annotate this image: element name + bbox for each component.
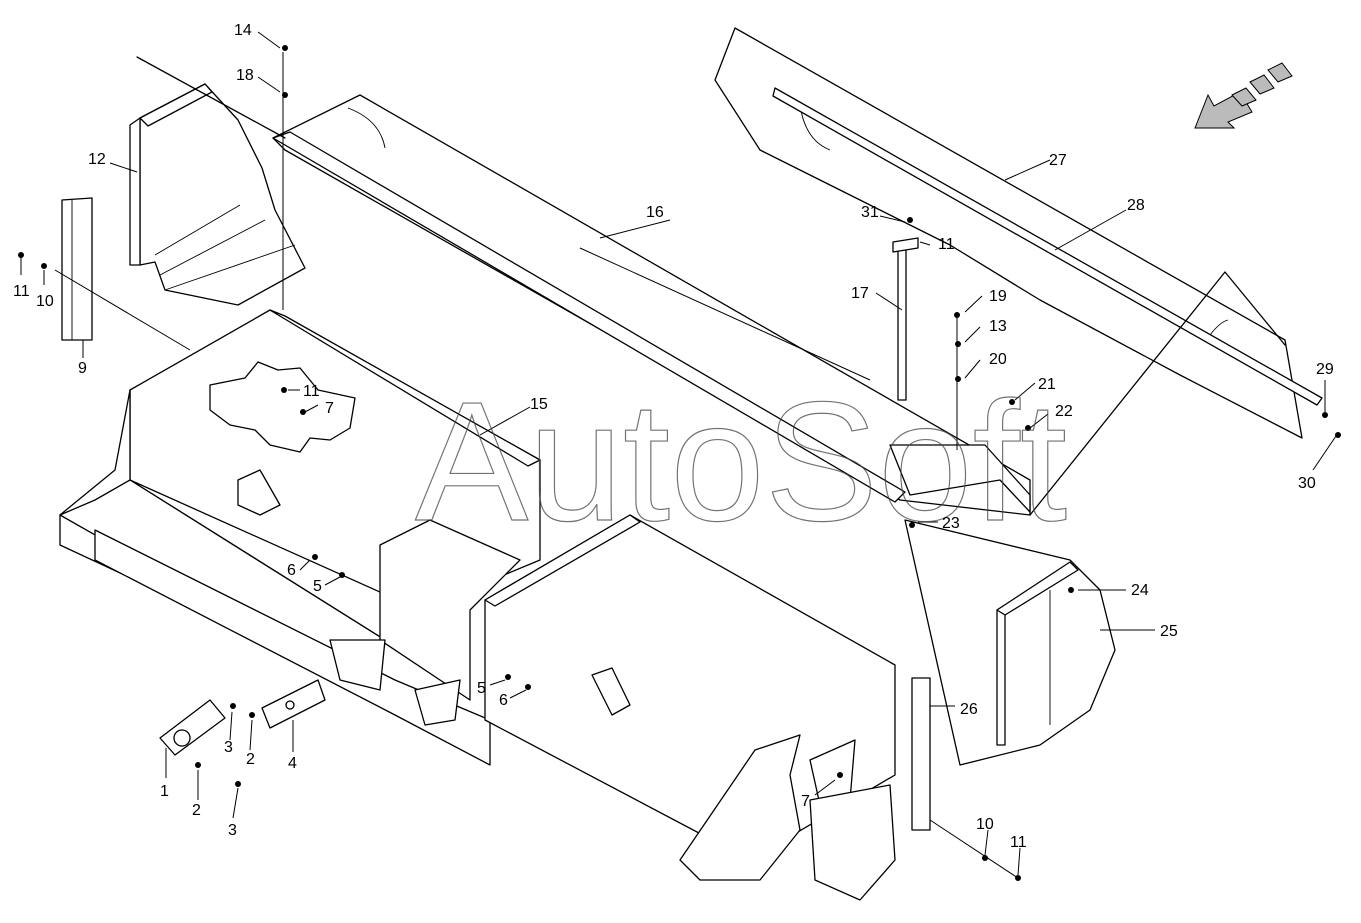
callout-3: 3 [224,739,233,756]
plate-4 [261,679,326,729]
callout-11-right: 11 [1010,834,1027,851]
callout-3-lower: 3 [228,822,237,839]
callout-6-right: 6 [499,692,508,709]
strip-28 [772,87,1323,406]
callout-27: 27 [1049,152,1067,169]
callout-21: 21 [1038,376,1056,393]
callout-22: 22 [1055,403,1073,420]
callout-7: 7 [325,400,334,417]
direction-arrow-icon [1194,62,1293,129]
callout-11-inner: 11 [303,383,320,400]
callout-10: 10 [36,293,54,310]
callout-31: 31 [861,204,879,221]
main-frame [59,309,541,766]
end-plate-12 [129,56,306,306]
callout-25: 25 [1160,623,1178,640]
callout-9: 9 [78,360,87,377]
right-box [484,514,896,901]
callout-24: 24 [1131,582,1149,599]
callout-26: 26 [960,701,978,718]
callout-7-right: 7 [801,793,810,810]
bracket-22 [889,271,1286,516]
callout-13: 13 [989,318,1007,335]
callout-15: 15 [530,396,548,413]
callout-4: 4 [288,755,297,772]
callout-11: 11 [13,283,30,300]
callout-28: 28 [1127,197,1145,214]
strip-9 [61,197,93,341]
callout-18: 18 [236,67,254,84]
callout-29: 29 [1316,361,1334,378]
callout-20: 20 [989,351,1007,368]
callout-2-lower: 2 [192,802,201,819]
callout-5: 5 [313,578,322,595]
callout-1: 1 [160,783,169,800]
callout-11-rod: 11 [938,236,955,253]
fasteners [18,45,1341,881]
callout-6: 6 [287,562,296,579]
strip-26 [911,677,931,831]
callout-17: 17 [851,285,869,302]
callout-10-right: 10 [976,816,994,833]
callout-14: 14 [234,22,252,39]
callout-5-right: 5 [477,680,486,697]
callout-2: 2 [246,751,255,768]
callout-labels: 14 18 12 11 10 9 11 7 15 16 31 11 17 19 … [13,22,1334,851]
callout-12: 12 [88,151,106,168]
plate-1 [159,699,226,756]
callout-19: 19 [989,288,1007,305]
callout-16: 16 [646,204,664,221]
leader-lines [20,31,1337,879]
callout-30: 30 [1298,475,1316,492]
end-plate-25 [904,519,1116,766]
rod-17 [892,237,919,401]
watermark: AutoSoft [415,367,1067,557]
callout-23: 23 [942,515,960,532]
